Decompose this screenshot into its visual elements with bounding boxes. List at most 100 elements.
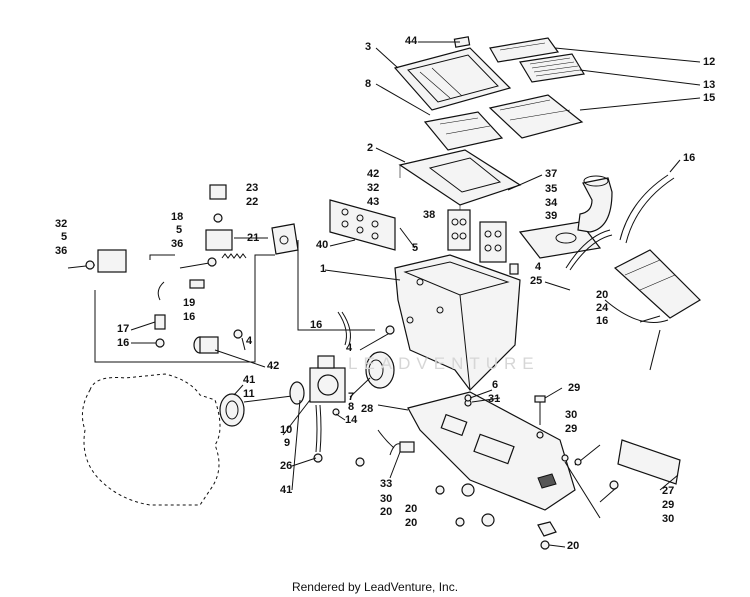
boot-part-38[interactable] xyxy=(447,209,471,251)
fitting-part-14[interactable] xyxy=(332,408,340,416)
part-label-36[interactable]: 36 xyxy=(55,245,68,257)
part-label-16[interactable]: 16 xyxy=(596,315,609,327)
part-label-10[interactable]: 10 xyxy=(280,424,293,436)
screen-frame-part-8[interactable] xyxy=(423,111,504,151)
part-label-16[interactable]: 16 xyxy=(310,319,323,331)
part-label-4[interactable]: 4 xyxy=(346,342,353,354)
part-label-7[interactable]: 7 xyxy=(348,391,355,403)
part-label-3[interactable]: 3 xyxy=(365,41,372,53)
part-label-9[interactable]: 9 xyxy=(284,437,291,449)
part-label-16[interactable]: 16 xyxy=(683,152,696,164)
part-label-30[interactable]: 30 xyxy=(565,409,578,421)
silencer-part-24[interactable] xyxy=(613,249,701,319)
part-label-27[interactable]: 27 xyxy=(662,485,675,497)
part-label-41[interactable]: 41 xyxy=(243,374,256,386)
part-label-22[interactable]: 22 xyxy=(246,196,259,208)
part-label-19[interactable]: 19 xyxy=(183,297,196,309)
part-label-29[interactable]: 29 xyxy=(662,499,675,511)
part-label-5[interactable]: 5 xyxy=(176,224,183,236)
bolt-part-4[interactable] xyxy=(385,263,519,335)
cover-plate-part-12[interactable] xyxy=(489,37,560,63)
part-label-33[interactable]: 33 xyxy=(380,478,393,490)
part-label-16[interactable]: 16 xyxy=(117,337,130,349)
bolt-part-31[interactable] xyxy=(464,397,501,407)
part-label-32[interactable]: 32 xyxy=(367,182,380,194)
part-label-5[interactable]: 5 xyxy=(61,231,68,243)
part-label-20[interactable]: 20 xyxy=(380,506,393,518)
part-label-4[interactable]: 4 xyxy=(246,335,253,347)
connector-part-19[interactable] xyxy=(189,279,205,289)
part-label-42[interactable]: 42 xyxy=(367,168,380,180)
part-label-20[interactable]: 20 xyxy=(567,540,580,552)
hose-part-16-right[interactable] xyxy=(565,174,675,371)
part-label-17[interactable]: 17 xyxy=(117,323,130,335)
part-label-29[interactable]: 29 xyxy=(568,382,581,394)
part-label-32[interactable]: 32 xyxy=(55,218,68,230)
nut-part-20[interactable] xyxy=(355,457,619,550)
part-label-38[interactable]: 38 xyxy=(423,209,436,221)
part-label-42[interactable]: 42 xyxy=(267,360,280,372)
decal-part-44[interactable] xyxy=(453,36,471,48)
part-label-14[interactable]: 14 xyxy=(345,414,358,426)
air-box-cover-part-3[interactable] xyxy=(393,47,512,111)
screen-part-15[interactable] xyxy=(488,94,584,139)
washer-part-30[interactable] xyxy=(536,431,569,462)
part-label-43[interactable]: 43 xyxy=(367,196,380,208)
mount-block-right[interactable] xyxy=(271,223,299,255)
part-label-28[interactable]: 28 xyxy=(361,403,374,415)
part-label-41[interactable]: 41 xyxy=(280,484,293,496)
part-label-11[interactable]: 11 xyxy=(243,388,255,400)
pad-part-27[interactable] xyxy=(617,439,681,485)
bolt-part-29-top[interactable] xyxy=(534,395,546,425)
pad-part-40[interactable] xyxy=(329,199,396,251)
air-box-upper-part-2[interactable] xyxy=(398,149,522,215)
tube-part-8[interactable] xyxy=(313,404,323,463)
part-label-8[interactable]: 8 xyxy=(365,78,372,90)
part-label-20[interactable]: 20 xyxy=(405,517,418,529)
throttle-lever-part-32[interactable] xyxy=(67,249,127,273)
part-label-39[interactable]: 39 xyxy=(545,210,558,222)
bolt-part-29-right[interactable] xyxy=(574,444,601,466)
part-label-26[interactable]: 26 xyxy=(280,460,293,472)
part-label-13[interactable]: 13 xyxy=(703,79,716,91)
spring-part-21[interactable] xyxy=(221,253,247,259)
part-label-31[interactable]: 31 xyxy=(488,393,501,405)
silencer-body-part-28[interactable] xyxy=(407,391,576,511)
linkage-part-18[interactable] xyxy=(179,229,233,269)
part-label-20[interactable]: 20 xyxy=(405,503,418,515)
part-label-44[interactable]: 44 xyxy=(405,35,418,47)
boot-part-41[interactable] xyxy=(289,381,305,405)
part-label-12[interactable]: 12 xyxy=(703,56,716,68)
sleeve-part-42[interactable] xyxy=(193,329,243,354)
part-label-24[interactable]: 24 xyxy=(596,302,609,314)
part-label-35[interactable]: 35 xyxy=(545,183,558,195)
part-label-16[interactable]: 16 xyxy=(183,311,196,323)
part-label-36[interactable]: 36 xyxy=(171,238,184,250)
part-label-2[interactable]: 2 xyxy=(367,142,374,154)
flange-part-11[interactable] xyxy=(219,393,301,427)
part-label-25[interactable]: 25 xyxy=(530,275,543,287)
adapter-part-7[interactable] xyxy=(365,351,395,389)
part-label-21[interactable]: 21 xyxy=(247,232,260,244)
part-label-5[interactable]: 5 xyxy=(412,242,419,254)
elbow-part-35[interactable] xyxy=(577,175,613,233)
bracket-part-23[interactable] xyxy=(209,184,227,223)
part-label-40[interactable]: 40 xyxy=(316,239,329,251)
part-label-18[interactable]: 18 xyxy=(171,211,184,223)
part-label-37[interactable]: 37 xyxy=(545,168,558,180)
hose-part-16-center[interactable] xyxy=(337,311,351,346)
part-label-1[interactable]: 1 xyxy=(320,263,327,275)
part-label-6[interactable]: 6 xyxy=(492,379,499,391)
part-label-4[interactable]: 4 xyxy=(535,261,542,273)
part-label-15[interactable]: 15 xyxy=(703,92,716,104)
air-box-main-part-1[interactable] xyxy=(394,254,521,391)
part-label-34[interactable]: 34 xyxy=(545,197,558,209)
part-label-30[interactable]: 30 xyxy=(662,513,675,525)
carburetor-part-10[interactable] xyxy=(309,355,346,403)
part-label-29[interactable]: 29 xyxy=(565,423,578,435)
filter-part-13[interactable] xyxy=(519,53,585,83)
boot-part-39[interactable] xyxy=(479,221,507,263)
part-label-23[interactable]: 23 xyxy=(246,182,259,194)
hose-clamp-part-33[interactable] xyxy=(377,429,415,456)
part-label-8[interactable]: 8 xyxy=(348,401,355,413)
